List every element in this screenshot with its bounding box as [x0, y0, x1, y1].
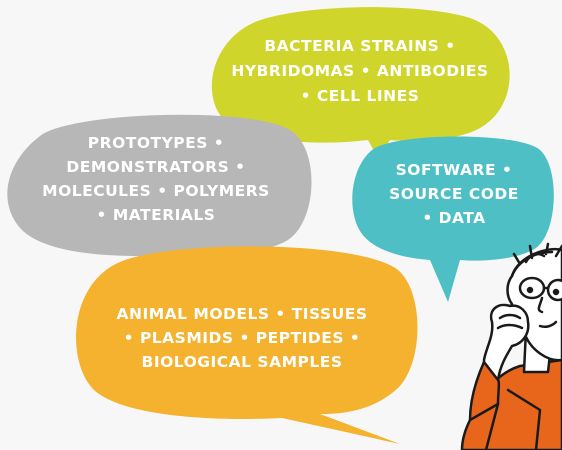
teal-bubble-line: SOFTWARE • — [395, 161, 513, 179]
gray-bubble-line: DEMONSTRATORS • — [66, 158, 246, 177]
orange-bubble-line: ANIMAL MODELS • TISSUES — [116, 305, 368, 323]
orange-bubble-line: • PLASMIDS • PEPTIDES • — [123, 329, 361, 348]
teal-speech-bubble — [352, 136, 554, 302]
teal-bubble-line: SOURCE CODE — [389, 185, 519, 204]
orange-bubble-text: ANIMAL MODELS • TISSUES • PLASMIDS • PEP… — [86, 302, 398, 374]
teal-bubble-text: SOFTWARE • SOURCE CODE • DATA — [366, 158, 542, 230]
teal-bubble-line: • DATA — [422, 209, 486, 228]
green-bubble-line: • CELL LINES — [300, 86, 420, 105]
orange-speech-bubble — [76, 246, 418, 444]
gray-bubble-line: • MATERIALS — [96, 206, 216, 225]
green-speech-bubble — [211, 7, 510, 158]
green-bubble-line: BACTERIA STRAINS • — [264, 37, 456, 55]
green-bubble-text: BACTERIA STRAINS • HYBRIDOMAS • ANTIBODI… — [210, 34, 510, 108]
gray-bubble-text: PROTOTYPES • DEMONSTRATORS • MOLECULES •… — [8, 131, 304, 227]
gray-bubble-line: MOLECULES • POLYMERS — [42, 182, 270, 201]
thinking-man-illustration — [460, 242, 562, 450]
hand — [482, 303, 530, 382]
gray-speech-bubble — [7, 114, 312, 282]
glasses-icon — [518, 276, 562, 302]
gray-bubble-line: PROTOTYPES • — [87, 134, 225, 152]
green-bubble-line: HYBRIDOMAS • ANTIBODIES — [231, 61, 489, 80]
orange-bubble-line: BIOLOGICAL SAMPLES — [141, 353, 343, 372]
